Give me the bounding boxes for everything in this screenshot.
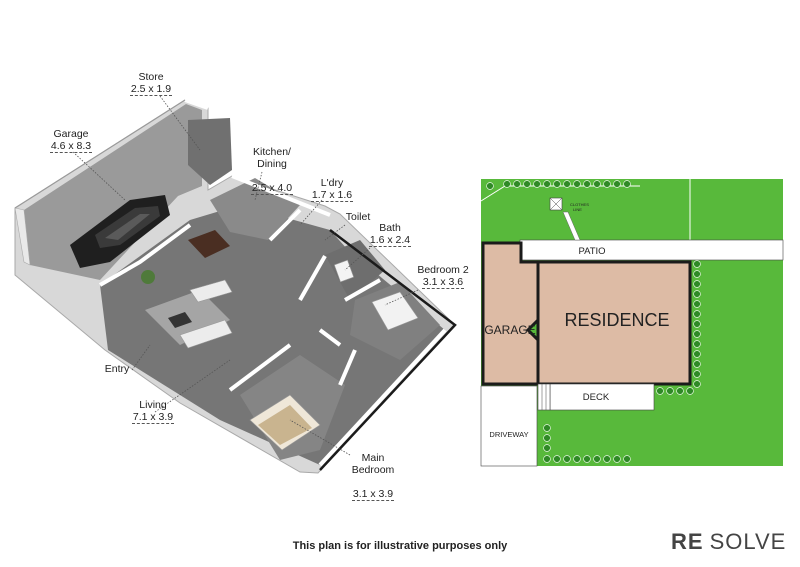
logo-solve: SOLVE <box>709 529 787 554</box>
patio-label: PATIO <box>578 246 605 257</box>
sofa-icon <box>179 319 233 349</box>
room-dims: 2.5 x 4.0 <box>250 182 294 195</box>
room-label-kitchen: Kitchen/ Dining 2.5 x 4.0 <box>244 134 300 195</box>
room-label-laundry: L'dry 1.7 x 1.6 <box>309 177 355 202</box>
residence-label: RESIDENCE <box>564 310 669 330</box>
room-name: Garage <box>53 128 89 140</box>
room-label-garage: Garage 4.6 x 8.3 <box>47 128 95 153</box>
garage-label: GARAGE <box>484 323 535 337</box>
patio[interactable] <box>519 239 784 261</box>
plant-icon <box>141 270 155 284</box>
room-name: Toilet <box>345 211 371 223</box>
clothes-line-icon <box>549 197 581 241</box>
bathtub-icon <box>333 259 355 283</box>
coffee-table-icon <box>168 312 192 328</box>
room-dims: 3.1 x 3.9 <box>351 488 395 501</box>
room-name: Living <box>139 399 167 411</box>
room-dims: 2.5 x 1.9 <box>129 83 173 96</box>
disclaimer-text: This plan is for illustrative purposes o… <box>292 540 508 552</box>
room-label-bath: Bath 1.6 x 2.4 <box>367 222 413 247</box>
hedge-bushes <box>486 180 701 463</box>
store-floor <box>188 118 232 185</box>
isometric-floor-plan <box>14 95 457 474</box>
room-label-living: Living 7.1 x 3.9 <box>128 399 178 424</box>
room-dims: 1.7 x 1.6 <box>310 189 354 202</box>
clothes-line-label: CLOTHES LINE <box>570 202 590 212</box>
driveway-label: DRIVEWAY <box>489 430 528 439</box>
room-name: Bedroom 2 <box>417 264 469 276</box>
room-name: Kitchen/ Dining <box>253 146 291 170</box>
room-name: Main Bedroom <box>351 452 395 476</box>
room-label-main-bedroom: Main Bedroom 3.1 x 3.9 <box>348 440 398 501</box>
car-icon <box>70 195 170 268</box>
interior-walls <box>99 98 447 467</box>
label-leader-lines <box>72 95 419 456</box>
room-dims: 3.1 x 3.6 <box>421 276 465 289</box>
logo-re: RE <box>671 529 704 554</box>
garage-block[interactable] <box>481 241 540 386</box>
room-name: Bath <box>379 222 401 234</box>
room-label-bedroom2: Bedroom 2 3.1 x 3.6 <box>411 264 475 289</box>
room-label-entry: Entry <box>100 363 134 375</box>
room-name: Entry <box>104 363 130 375</box>
deck-label: DECK <box>583 392 610 403</box>
room-label-store: Store 2.5 x 1.9 <box>128 71 174 96</box>
dining-table-icon <box>188 230 230 258</box>
residence-block[interactable] <box>536 260 692 386</box>
room-label-toilet: Toilet <box>336 211 380 223</box>
bath-floor <box>325 240 385 300</box>
room-dims: 4.6 x 8.3 <box>49 140 93 153</box>
site-plan: CLOTHES LINE PATIO GARAGE RESIDENCE DECK… <box>480 179 784 467</box>
bed2-icon <box>371 291 419 331</box>
room-dims: 1.6 x 2.4 <box>368 234 412 247</box>
room-name: L'dry <box>320 177 344 189</box>
room-name: Store <box>138 71 164 83</box>
room-dims: 7.1 x 3.9 <box>131 411 175 424</box>
driveway[interactable] <box>480 385 538 467</box>
garage-floor <box>24 104 202 280</box>
